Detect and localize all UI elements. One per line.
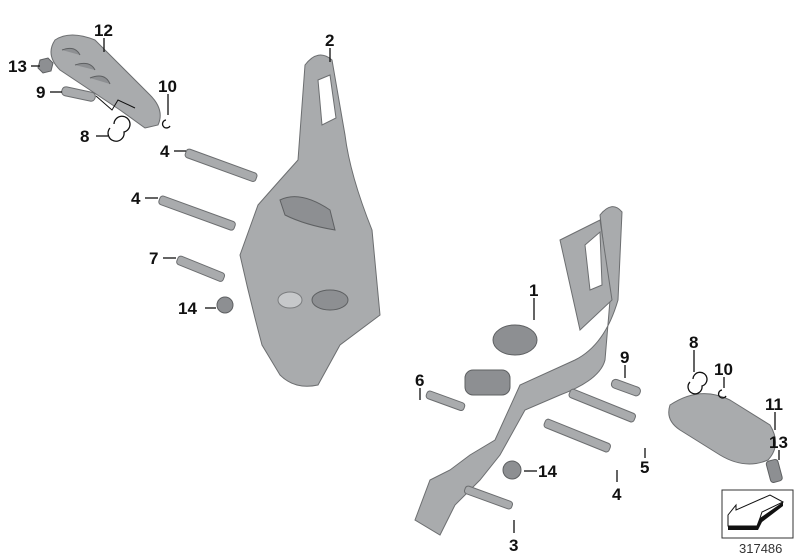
clip-10-left (161, 119, 171, 129)
callout-13: 13 (8, 57, 27, 76)
footpeg-right (668, 393, 776, 465)
callout-9: 9 (36, 83, 45, 102)
callout-4: 4 (612, 485, 622, 504)
callout-11: 11 (765, 395, 783, 414)
bolt-5 (568, 388, 636, 423)
callout-12: 12 (94, 21, 113, 40)
nut-13-left (37, 57, 54, 74)
callout-4: 4 (160, 142, 170, 161)
bracket-right (414, 206, 623, 536)
arrow-orientation-icon (721, 489, 794, 539)
bracket-left (239, 54, 381, 387)
bolt-4-upper (184, 148, 258, 183)
callout-7: 7 (149, 249, 158, 268)
callout-9: 9 (620, 348, 629, 367)
bolt-3 (463, 485, 514, 510)
callout-1: 1 (529, 281, 538, 300)
pin-9-right (610, 378, 641, 397)
bolt-6 (425, 390, 466, 412)
spring-8-right (687, 371, 708, 395)
bolt-7 (176, 255, 226, 282)
callout-3: 3 (509, 536, 518, 555)
pin-9-left (61, 86, 96, 102)
callout-13: 13 (769, 433, 788, 452)
bolt-4-middle (158, 195, 236, 231)
callout-10: 10 (714, 360, 733, 379)
footpeg-left (50, 34, 161, 129)
callout-14: 14 (538, 462, 557, 481)
callout-6: 6 (415, 371, 424, 390)
clip-10-right (717, 389, 727, 399)
reference-number: 317486 (739, 541, 782, 556)
leader-lines (31, 38, 780, 533)
grommet-14-left (216, 296, 234, 314)
callout-14: 14 (178, 299, 197, 318)
callout-10: 10 (158, 77, 177, 96)
callout-8: 8 (689, 333, 698, 352)
callout-4: 4 (131, 189, 141, 208)
spring-8-left (107, 115, 131, 142)
bolt-4-right (543, 418, 611, 453)
callout-5: 5 (640, 458, 649, 477)
callout-2: 2 (325, 31, 334, 50)
nut-13-right (765, 458, 783, 483)
callout-8: 8 (80, 127, 89, 146)
grommet-14-right (502, 460, 522, 480)
